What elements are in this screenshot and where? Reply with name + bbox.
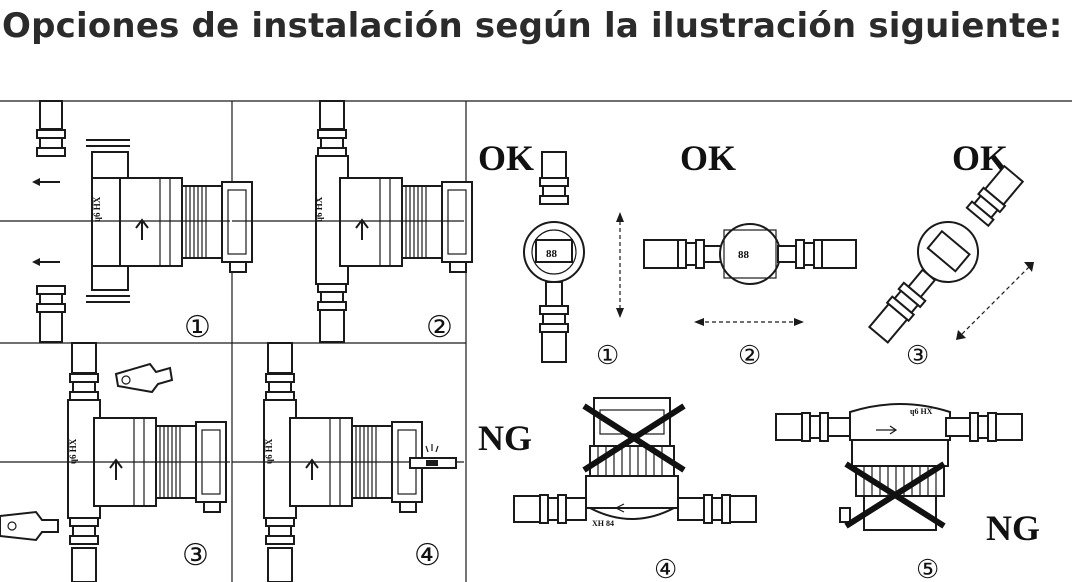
display-readout: 88 (738, 249, 750, 261)
display-readout: 88 (546, 248, 558, 260)
panel-2: ɥ6 HX ② (232, 100, 473, 345)
right-panel: OK OK OK 88 ① 88 (478, 138, 1040, 582)
panel-number-2: ② (426, 310, 453, 345)
right-number-1: ① (596, 341, 619, 371)
panel-number-4: ④ (414, 538, 441, 573)
right-number-2: ② (738, 341, 761, 371)
panel-number-1: ① (184, 310, 211, 345)
motor-label: ɥ6 HX (68, 438, 78, 464)
panel-number-3: ③ (182, 538, 209, 573)
ng-label: NG (986, 508, 1040, 548)
page-title: Opciones de instalación según la ilustra… (2, 6, 1063, 46)
motor-label: ɥ6 HX (314, 196, 324, 222)
pump-vertical-ok: 88 ① (523, 151, 624, 371)
panel-3: ɥ6 HX ③ (0, 342, 230, 582)
ok-label: OK (680, 138, 736, 178)
indicator-light-icon (409, 444, 457, 469)
right-number-4: ④ (654, 555, 677, 582)
pump-motor-up-ng: XH 84 ④ (513, 397, 757, 582)
motor-label: ɥ6 HX (92, 196, 102, 222)
wrench-icon (0, 510, 59, 542)
ok-label: OK (478, 138, 534, 178)
pump-diagonal-ok (867, 164, 1025, 344)
pump-mark: XH 84 (592, 519, 614, 528)
right-number-3: ③ (906, 341, 929, 371)
pump-motor-down-ng: ɥ6 HX ⑤ (775, 403, 1023, 582)
panel-4: ɥ6 HX ④ (232, 342, 464, 582)
right-number-5: ⑤ (916, 555, 939, 582)
pump-mark: ɥ6 HX (910, 407, 933, 416)
panel-1: ɥ6 HX ① (0, 100, 253, 345)
motor-label: ɥ6 HX (264, 438, 274, 464)
wrench-icon (114, 362, 174, 394)
pump-horizontal-ok: 88 ② (643, 223, 857, 371)
ok-label: OK (952, 138, 1008, 178)
ng-label: NG (478, 418, 532, 458)
